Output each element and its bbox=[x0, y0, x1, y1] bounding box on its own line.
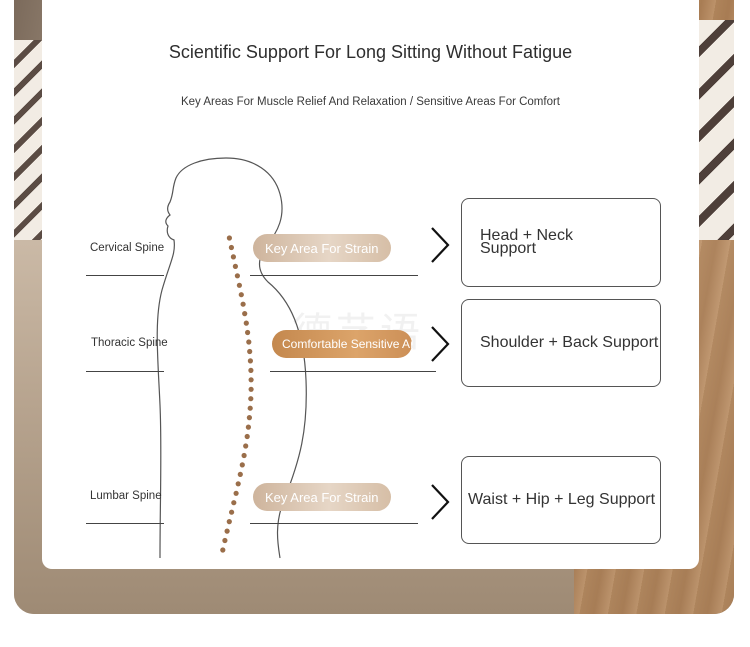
background-rug-right bbox=[694, 20, 734, 240]
chevron-right-icon bbox=[431, 227, 450, 263]
spine-dot bbox=[229, 509, 235, 515]
lumbar-underline bbox=[86, 523, 164, 524]
spine-dot bbox=[236, 282, 242, 288]
spine-dot bbox=[247, 348, 253, 355]
spine-dot bbox=[237, 471, 243, 477]
spine-dot bbox=[230, 254, 236, 260]
spine-dot bbox=[245, 424, 251, 430]
page-title: Scientific Support For Long Sitting With… bbox=[168, 42, 573, 62]
spine-dot bbox=[222, 537, 228, 544]
spine-dot bbox=[235, 481, 241, 487]
spine-dot bbox=[246, 415, 252, 421]
spine-dot bbox=[247, 405, 253, 411]
cervical-spine-label: Cervical Spine bbox=[90, 242, 165, 254]
lumbar-strain-pill: Key Area For Strain bbox=[253, 483, 391, 511]
chevron-right-icon bbox=[431, 484, 450, 520]
cervical-underline bbox=[86, 275, 164, 276]
spine-dot bbox=[248, 396, 254, 402]
spine-dot bbox=[224, 528, 230, 534]
spine-dot bbox=[244, 433, 250, 440]
thoracic-pill-line bbox=[270, 371, 436, 372]
spine-dot bbox=[220, 547, 226, 553]
spine-dot bbox=[238, 292, 244, 298]
cervical-pill-line bbox=[250, 275, 418, 276]
lumbar-spine-label: Lumbar Spine bbox=[90, 490, 162, 502]
spine-dot bbox=[248, 367, 254, 373]
spine-dot bbox=[248, 377, 254, 383]
spine-dot bbox=[242, 311, 248, 317]
spine-dot bbox=[232, 263, 238, 269]
human-silhouette-figure bbox=[156, 157, 307, 559]
cervical-strain-pill: Key Area For Strain bbox=[253, 234, 391, 262]
spine-dot bbox=[239, 462, 245, 468]
spine-dot bbox=[248, 386, 254, 392]
head-neck-support-box: Head + Neck Support bbox=[461, 198, 661, 287]
spine-dots bbox=[220, 235, 254, 553]
spine-dot bbox=[243, 443, 249, 449]
spine-dot bbox=[231, 500, 237, 506]
spine-dot bbox=[226, 235, 232, 241]
spine-dot bbox=[226, 519, 232, 525]
waist-hip-leg-support-label: Waist + Hip + Leg Support bbox=[468, 491, 656, 508]
head-neck-support-line1: Head + Neck bbox=[480, 227, 573, 244]
spine-dot bbox=[247, 358, 253, 364]
info-card: Scientific Support For Long Sitting With… bbox=[42, 0, 699, 569]
chevron-right-icon bbox=[431, 326, 450, 362]
shoulder-back-support-box: Shoulder + Back Support bbox=[461, 299, 661, 387]
shoulder-back-support-label: Shoulder + Back Support bbox=[480, 334, 659, 351]
page-subtitle: Key Areas For Muscle Relief And Relaxati… bbox=[180, 96, 561, 108]
spine-dot bbox=[240, 301, 246, 307]
spine-dot bbox=[243, 320, 249, 326]
head-neck-support-line2: Support bbox=[480, 240, 537, 257]
spine-dot bbox=[245, 329, 251, 336]
thoracic-underline bbox=[86, 371, 164, 372]
spine-dot bbox=[234, 273, 240, 279]
spine-dot bbox=[246, 339, 252, 345]
lumbar-pill-line bbox=[250, 523, 418, 524]
spine-dot bbox=[228, 244, 234, 251]
waist-hip-leg-support-box: Waist + Hip + Leg Support bbox=[461, 456, 661, 544]
spine-dot bbox=[233, 490, 239, 496]
spine-dot bbox=[241, 452, 247, 459]
thoracic-comfort-pill: Comfortable Sensitive Area bbox=[272, 330, 412, 358]
thoracic-spine-label: Thoracic Spine bbox=[91, 337, 168, 349]
body-outline bbox=[156, 157, 307, 559]
